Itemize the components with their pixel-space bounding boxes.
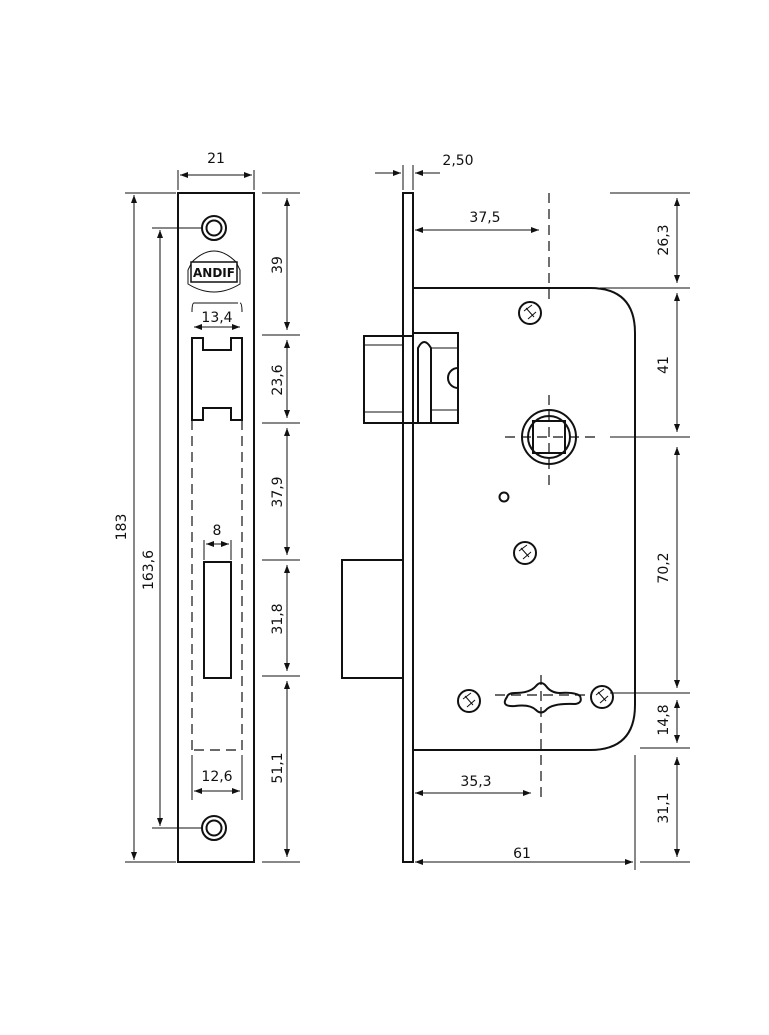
dim-right-5: 31,1 <box>656 792 672 823</box>
bottom-screw-hole <box>201 815 227 841</box>
top-screw-hole <box>201 215 227 241</box>
dim-case-depth: 61 <box>513 846 531 862</box>
deadbolt-opening <box>203 561 232 679</box>
front-dimensions: 21 183 163,6 13,4 8 12,6 39 23,6 37,9 31… <box>114 151 300 863</box>
dim-right-1: 26,3 <box>656 224 672 255</box>
dim-screw-spacing: 163,6 <box>141 550 157 590</box>
screw-icon <box>590 685 614 709</box>
dim-seg-2: 23,6 <box>270 364 286 395</box>
screw-icon <box>513 541 537 565</box>
screw-icon <box>457 689 481 713</box>
side-dimensions: 2,50 37,5 35,3 61 26,3 41 70,2 14,8 31,1 <box>375 153 690 870</box>
dim-latch-width: 13,4 <box>201 310 232 326</box>
dim-right-4: 14,8 <box>656 704 672 735</box>
dim-seg-5: 51,1 <box>270 752 286 783</box>
dim-seg-1: 39 <box>270 256 286 274</box>
dim-right-2: 41 <box>656 356 672 374</box>
svg-text:ANDIF: ANDIF <box>193 266 235 280</box>
dim-deadbolt-width: 8 <box>213 523 222 539</box>
dim-faceplate-thickness: 2,50 <box>442 153 473 169</box>
dim-backset-keyhole: 35,3 <box>460 774 491 790</box>
dim-bottom-width: 12,6 <box>201 769 232 785</box>
lock-side-view <box>341 192 636 863</box>
dim-width: 21 <box>207 151 225 167</box>
dim-right-3: 70,2 <box>656 552 672 583</box>
latch-bolt <box>363 332 459 424</box>
dim-total-height: 183 <box>114 514 130 541</box>
dim-backset-follower: 37,5 <box>469 210 500 226</box>
deadbolt <box>341 559 404 679</box>
faceplate-front-view: ANDIF <box>177 192 255 863</box>
andif-logo: ANDIF <box>187 250 241 293</box>
dim-seg-4: 31,8 <box>270 603 286 634</box>
screw-icon <box>518 301 542 325</box>
dim-seg-3: 37,9 <box>270 476 286 507</box>
keyhole <box>503 682 582 714</box>
latch-opening <box>191 337 243 421</box>
